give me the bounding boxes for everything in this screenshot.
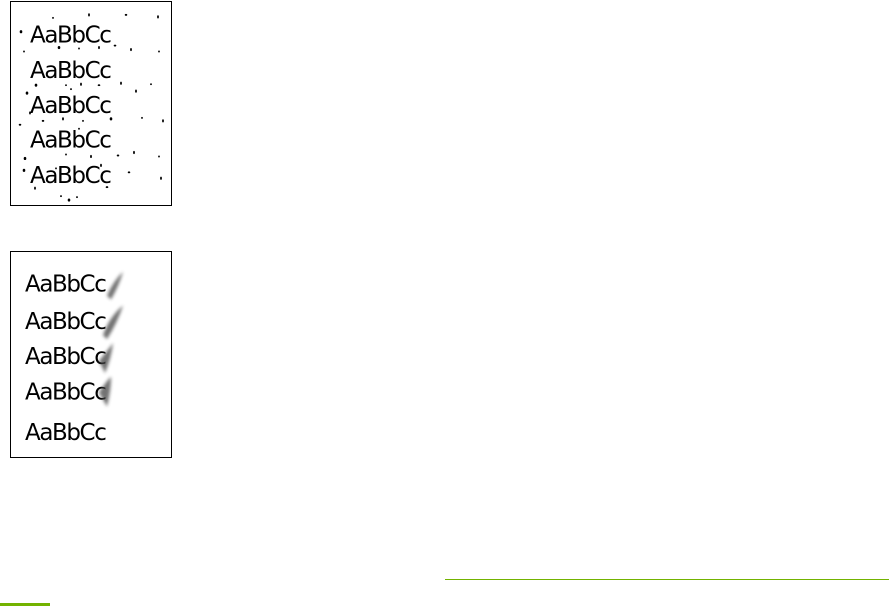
sample-line-3: AaBbCc	[25, 344, 106, 370]
toner-dot	[55, 167, 57, 170]
toner-dot	[82, 119, 84, 122]
smeared-toner-sample-graphic: AaBbCc AaBbCc AaBbCc AaBbCc AaBbCc	[25, 271, 123, 446]
toner-dot	[65, 84, 67, 87]
toner-dot	[157, 15, 159, 19]
toner-dot	[88, 13, 90, 17]
toner-dot	[98, 45, 100, 50]
sample-line-2: AaBbCc	[30, 58, 111, 84]
toner-dot	[67, 198, 71, 202]
sample-line-4: AaBbCc	[30, 128, 111, 154]
toner-smear	[103, 305, 123, 340]
toner-dot	[34, 83, 38, 87]
toner-dot	[97, 84, 101, 87]
sample-line-1: AaBbCc	[25, 272, 106, 298]
toner-dot	[57, 45, 61, 50]
toner-dot	[160, 176, 162, 180]
toner-dot	[78, 127, 80, 130]
toner-dot	[25, 91, 29, 95]
sample-line-1: AaBbCc	[30, 23, 111, 49]
toner-smears	[99, 271, 123, 407]
toner-smear	[107, 271, 123, 300]
sample-line-2: AaBbCc	[25, 309, 106, 335]
toner-dot	[150, 83, 152, 86]
toner-dot	[116, 154, 120, 157]
toner-dot	[34, 186, 36, 190]
toner-dot	[109, 117, 113, 121]
toner-dot	[158, 50, 160, 53]
toner-dot	[162, 119, 164, 123]
toner-dot	[23, 156, 27, 161]
toner-dot	[18, 123, 22, 126]
toner-dot	[22, 168, 26, 172]
toner-smear	[99, 376, 111, 407]
sample-line-3: AaBbCc	[30, 93, 111, 119]
footer-divider-line	[445, 579, 889, 580]
toner-dot	[130, 47, 132, 52]
toner-dot	[52, 16, 54, 19]
sample-line-4: AaBbCc	[25, 380, 106, 406]
toner-dot	[62, 117, 64, 121]
scattered-toner-sample-graphic: AaBbCc AaBbCc AaBbCc AaBbCc AaBbCc	[18, 13, 164, 202]
toner-dot	[78, 47, 80, 50]
toner-dot	[120, 81, 122, 85]
toner-dot	[141, 116, 143, 119]
toner-dot	[80, 82, 82, 86]
toner-dot	[100, 163, 102, 167]
smeared-toner-sample: AaBbCc AaBbCc AaBbCc AaBbCc AaBbCc	[10, 251, 172, 458]
toner-dot	[70, 88, 72, 91]
toner-dot	[133, 150, 135, 155]
sample-line-5: AaBbCc	[25, 420, 106, 446]
toner-dot	[23, 50, 25, 53]
toner-dot	[60, 195, 62, 198]
toner-dot	[29, 111, 31, 115]
toner-dot	[41, 119, 45, 122]
toner-dot	[76, 196, 78, 199]
scattered-toner-sample: AaBbCc AaBbCc AaBbCc AaBbCc AaBbCc	[10, 1, 172, 206]
toner-dot	[135, 89, 137, 93]
sample-line-5: AaBbCc	[30, 163, 111, 189]
toner-dot	[158, 155, 160, 158]
toner-dot	[90, 154, 92, 159]
footer-divider-stub	[0, 603, 50, 606]
toner-dot	[113, 44, 117, 47]
toner-dot	[124, 13, 128, 16]
toner-dots	[18, 13, 164, 202]
toner-dot	[127, 171, 131, 174]
toner-dot	[105, 186, 109, 189]
toner-smear	[99, 343, 113, 373]
toner-dot	[65, 153, 67, 156]
toner-dot	[19, 30, 23, 34]
